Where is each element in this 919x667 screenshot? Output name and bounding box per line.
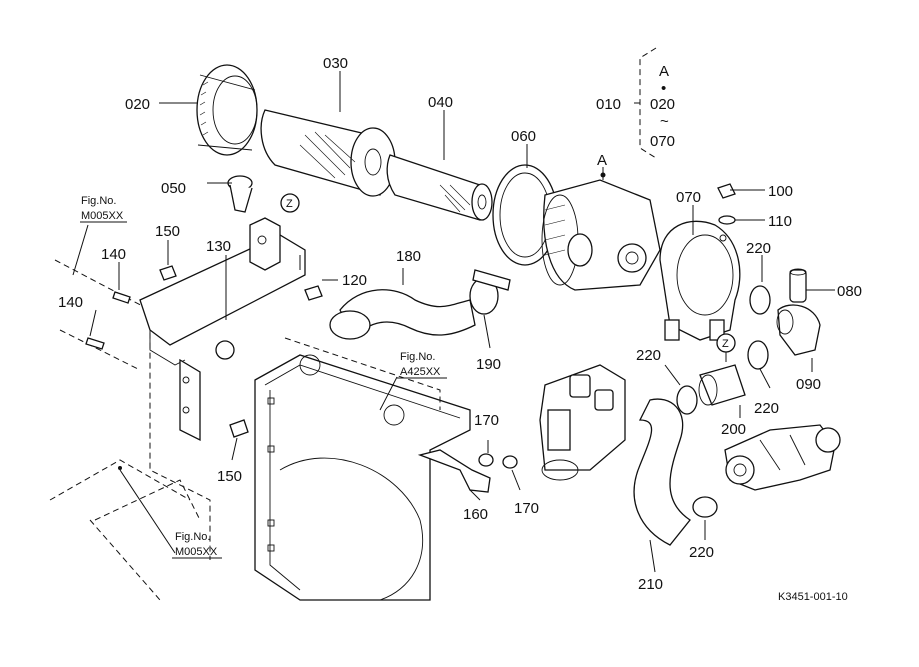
band-070 bbox=[659, 220, 741, 341]
bracket-tilde: ~ bbox=[660, 113, 669, 130]
callout-040: 040 bbox=[428, 94, 453, 111]
radiator-frame bbox=[254, 337, 471, 601]
indicator-080 bbox=[789, 268, 807, 303]
callout-140b: 140 bbox=[58, 294, 83, 311]
fig-ref-3-line2: M005XX bbox=[175, 546, 218, 558]
marker-z-top-label: Z bbox=[286, 198, 293, 210]
callout-020: 020 bbox=[125, 96, 150, 113]
fig-ref-1-line1: Fig.No. bbox=[81, 195, 116, 207]
callout-060: 060 bbox=[511, 128, 536, 145]
hose-160 bbox=[417, 449, 491, 493]
callout-220c: 220 bbox=[754, 400, 779, 417]
callout-050: 050 bbox=[161, 180, 186, 197]
fig-ref-3-line1: Fig.No. bbox=[175, 531, 210, 543]
clip-170 bbox=[478, 453, 518, 469]
assembly-bracket bbox=[634, 47, 657, 159]
turbo-assembly bbox=[724, 424, 841, 491]
callout-030: 030 bbox=[323, 55, 348, 72]
gasket-060 bbox=[492, 164, 558, 266]
connector-200 bbox=[698, 364, 746, 406]
adapter-050 bbox=[227, 175, 253, 213]
bracket-from: 020 bbox=[650, 96, 675, 113]
inner-element-040 bbox=[386, 154, 493, 221]
callout-180: 180 bbox=[396, 248, 421, 265]
clamp-120-150 bbox=[85, 265, 323, 438]
fig-ref-2-line1: Fig.No. bbox=[400, 351, 435, 363]
marker-z-bottom-label: Z bbox=[722, 338, 729, 350]
fuel-pump-assembly bbox=[539, 364, 626, 481]
fig-ref-2: Fig.No. A425XX bbox=[397, 351, 447, 379]
fig-ref-1-line2: M005XX bbox=[81, 210, 124, 222]
callout-210: 210 bbox=[638, 576, 663, 593]
elbow-090 bbox=[776, 304, 821, 356]
callout-070: 070 bbox=[676, 189, 701, 206]
callout-190: 190 bbox=[476, 356, 501, 373]
callout-150b: 150 bbox=[217, 468, 242, 485]
fig-ref-1: Fig.No. M005XX bbox=[80, 195, 127, 223]
callout-130: 130 bbox=[206, 238, 231, 255]
bracket-dot: • bbox=[661, 80, 666, 97]
clamp-set bbox=[469, 269, 771, 518]
diagram-code: K3451-001-10 bbox=[778, 591, 848, 603]
hose-210 bbox=[633, 398, 691, 546]
marker-a-label: A bbox=[597, 152, 607, 169]
bolt-100 bbox=[717, 183, 760, 199]
callout-100: 100 bbox=[768, 183, 793, 200]
bracket-a: A bbox=[659, 63, 669, 80]
marker-z-bottom: Z bbox=[716, 333, 736, 353]
callout-140a: 140 bbox=[101, 246, 126, 263]
hose-180 bbox=[329, 289, 476, 340]
cap-020 bbox=[196, 64, 258, 156]
callout-080: 080 bbox=[837, 283, 862, 300]
washer-110 bbox=[718, 215, 736, 225]
callout-170b: 170 bbox=[514, 500, 539, 517]
callout-150a: 150 bbox=[155, 223, 180, 240]
marker-a: A bbox=[597, 152, 607, 178]
callout-090: 090 bbox=[796, 376, 821, 393]
callout-170a: 170 bbox=[474, 412, 499, 429]
fig-ref-3: Fig.No. M005XX bbox=[118, 466, 222, 559]
bracket-to: 070 bbox=[650, 133, 675, 150]
callout-010: 010 bbox=[596, 96, 621, 113]
callout-120: 120 bbox=[342, 272, 367, 289]
callout-110: 110 bbox=[768, 213, 792, 230]
marker-z-top: Z bbox=[280, 193, 300, 213]
air-cleaner-body bbox=[541, 179, 661, 291]
mounting-bracket-130 bbox=[139, 217, 306, 442]
callout-200: 200 bbox=[721, 421, 746, 438]
assembly-bracket-text: A • 020 ~ 070 bbox=[650, 63, 675, 150]
callout-220a: 220 bbox=[746, 240, 771, 257]
callout-160: 160 bbox=[463, 506, 488, 523]
callout-220b: 220 bbox=[636, 347, 661, 364]
callout-220d: 220 bbox=[689, 544, 714, 561]
outer-element-030 bbox=[260, 109, 396, 197]
fig-ref-2-line2: A425XX bbox=[400, 366, 441, 378]
callout-labels: 010 020 030 040 050 060 070 080 090 100 … bbox=[58, 55, 862, 593]
